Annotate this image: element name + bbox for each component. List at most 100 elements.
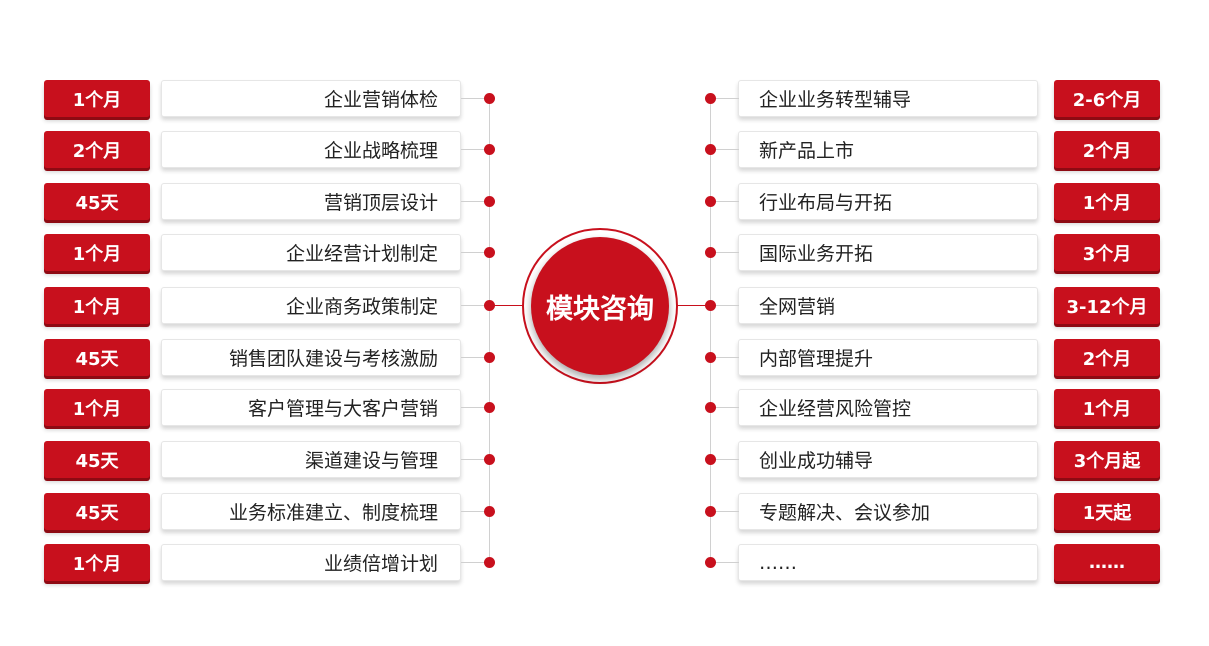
left-item-connector [461,305,485,306]
right-duration-badge: 3个月起 [1054,441,1160,478]
right-item-connector [715,149,739,150]
left-item-card: 企业营销体检 [161,80,461,117]
left-item-card: 企业经营计划制定 [161,234,461,271]
left-item-row: 1个月业绩倍增计划 [0,544,1209,581]
left-item-card: 企业战略梳理 [161,131,461,168]
right-item-row: 3-12个月全网营销 [0,287,1209,324]
right-item-row: 2个月新产品上市 [0,131,1209,168]
right-connector-line [710,99,711,561]
left-item-dot [484,300,495,311]
left-item-connector [461,98,485,99]
right-item-card: 创业成功辅导 [738,441,1038,478]
right-item-row: 1个月企业经营风险管控 [0,389,1209,426]
right-item-connector [715,459,739,460]
right-item-row: …… …… [0,544,1209,581]
left-duration-badge: 2个月 [44,131,150,168]
left-item-dot [484,402,495,413]
right-item-row: 2-6个月企业业务转型辅导 [0,80,1209,117]
left-item-row: 45天渠道建设与管理 [0,441,1209,478]
right-item-dot [705,454,716,465]
left-duration-badge: 1个月 [44,389,150,426]
right-item-card: 企业经营风险管控 [738,389,1038,426]
hub-connector-left [495,305,525,306]
left-item-connector [461,252,485,253]
right-item-card: 行业布局与开拓 [738,183,1038,220]
right-duration-badge: 1个月 [1054,389,1160,426]
right-duration-badge: 3-12个月 [1054,287,1160,324]
left-item-dot [484,352,495,363]
left-item-row: 1个月企业营销体检 [0,80,1209,117]
right-item-dot [705,402,716,413]
left-item-dot [484,557,495,568]
left-item-connector [461,201,485,202]
right-item-connector [715,562,739,563]
left-item-card: 客户管理与大客户营销 [161,389,461,426]
left-connector-line [489,99,490,561]
right-duration-badge: 2个月 [1054,339,1160,376]
right-duration-badge: 1个月 [1054,183,1160,220]
left-item-connector [461,562,485,563]
left-item-connector [461,357,485,358]
left-item-dot [484,506,495,517]
right-item-connector [715,201,739,202]
left-item-dot [484,454,495,465]
right-item-connector [715,407,739,408]
right-item-dot [705,557,716,568]
right-duration-badge: …… [1054,544,1160,581]
right-duration-badge: 2-6个月 [1054,80,1160,117]
left-item-card: 业务标准建立、制度梳理 [161,493,461,530]
right-item-card: 国际业务开拓 [738,234,1038,271]
left-item-row: 45天销售团队建设与考核激励 [0,339,1209,376]
left-item-connector [461,459,485,460]
right-item-card: 内部管理提升 [738,339,1038,376]
right-item-dot [705,506,716,517]
right-item-dot [705,247,716,258]
right-item-dot [705,352,716,363]
left-item-row: 2个月企业战略梳理 [0,131,1209,168]
left-item-row: 45天业务标准建立、制度梳理 [0,493,1209,530]
right-item-dot [705,196,716,207]
right-item-row: 3个月国际业务开拓 [0,234,1209,271]
right-duration-badge: 3个月 [1054,234,1160,271]
right-duration-badge: 1天起 [1054,493,1160,530]
left-item-row: 1个月企业商务政策制定 [0,287,1209,324]
hub-connector-right [676,305,706,306]
left-duration-badge: 45天 [44,493,150,530]
left-item-connector [461,407,485,408]
right-item-card: 全网营销 [738,287,1038,324]
left-item-card: 销售团队建设与考核激励 [161,339,461,376]
left-item-card: 业绩倍增计划 [161,544,461,581]
right-item-connector [715,252,739,253]
left-item-connector [461,511,485,512]
left-duration-badge: 1个月 [44,80,150,117]
right-item-dot [705,93,716,104]
right-item-row: 3个月起创业成功辅导 [0,441,1209,478]
right-item-row: 1个月行业布局与开拓 [0,183,1209,220]
left-item-dot [484,144,495,155]
right-item-dot [705,300,716,311]
left-duration-badge: 1个月 [44,234,150,271]
left-item-card: 渠道建设与管理 [161,441,461,478]
left-item-dot [484,196,495,207]
right-duration-badge: 2个月 [1054,131,1160,168]
left-item-card: 企业商务政策制定 [161,287,461,324]
right-item-connector [715,98,739,99]
left-duration-badge: 45天 [44,339,150,376]
left-duration-badge: 1个月 [44,287,150,324]
left-item-row: 1个月企业经营计划制定 [0,234,1209,271]
left-duration-badge: 1个月 [44,544,150,581]
left-item-row: 45天营销顶层设计 [0,183,1209,220]
right-item-card: 新产品上市 [738,131,1038,168]
right-item-row: 1天起专题解决、会议参加 [0,493,1209,530]
right-item-card: …… [738,544,1038,581]
left-item-connector [461,149,485,150]
right-item-connector [715,357,739,358]
left-duration-badge: 45天 [44,441,150,478]
left-item-dot [484,247,495,258]
right-item-card: 企业业务转型辅导 [738,80,1038,117]
right-item-connector [715,511,739,512]
right-item-card: 专题解决、会议参加 [738,493,1038,530]
right-item-dot [705,144,716,155]
right-item-row: 2个月内部管理提升 [0,339,1209,376]
left-item-card: 营销顶层设计 [161,183,461,220]
